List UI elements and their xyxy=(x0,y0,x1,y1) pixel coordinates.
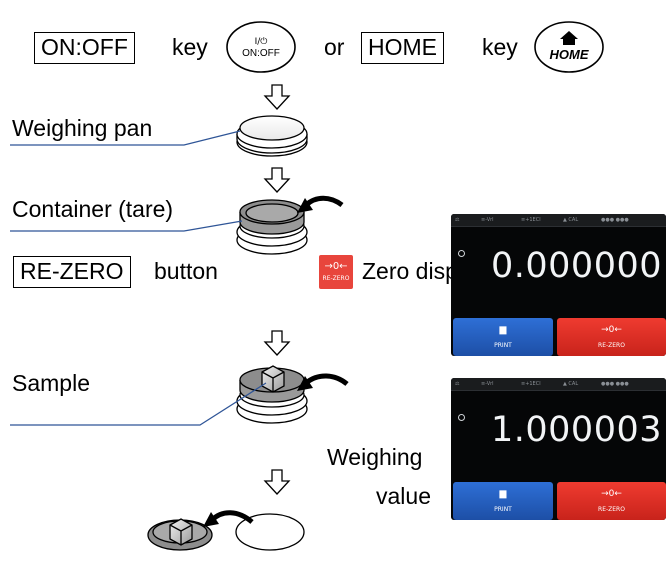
balance-screen-zero: ⚖ ≡-Vrl ≡+1ECl ▲ CAL ●●● ●●● 0.000000 ▆ … xyxy=(451,214,666,356)
curved-arrow-icon xyxy=(304,195,344,208)
status-item: ≡+1ECl xyxy=(521,381,541,387)
down-arrow-icon xyxy=(263,330,291,356)
printer-icon: ▆ xyxy=(499,489,507,499)
removed-sample-illustration xyxy=(147,513,305,551)
on-off-key-icon: I/⏻ ON:OFF xyxy=(226,21,296,73)
balance-screen-weighing: ⚖ ≡-Vrl ≡+1ECl ▲ CAL ●●● ●●● 1.000003 ▆ … xyxy=(451,378,666,520)
value-label: value xyxy=(376,483,431,509)
home-key-text: HOME xyxy=(550,47,589,62)
status-item: ⚖ xyxy=(455,381,460,387)
print-button[interactable]: ▆ PRINT xyxy=(453,318,553,356)
sample-on-pan-illustration xyxy=(236,365,308,424)
re-zero-label: RE-ZERO xyxy=(598,506,625,513)
stable-indicator xyxy=(458,250,465,257)
re-zero-button-icon: →0← RE-ZERO xyxy=(319,255,353,289)
button-word: button xyxy=(154,258,218,284)
key-word: key xyxy=(172,34,208,60)
pointer-lines xyxy=(10,130,267,426)
status-item: ●●● ●●● xyxy=(601,217,629,223)
status-item: ▲ CAL xyxy=(563,381,579,387)
status-item: ≡-Vrl xyxy=(481,217,494,223)
container-label: Container (tare) xyxy=(12,196,174,222)
status-bar: ⚖ ≡-Vrl ≡+1ECl ▲ CAL ●●● ●●● xyxy=(451,378,666,391)
arrowhead-icon xyxy=(297,376,313,391)
house-icon xyxy=(560,31,578,45)
re-zero-button[interactable]: →0← RE-ZERO xyxy=(557,482,666,520)
weighing-label: Weighing xyxy=(327,444,423,470)
down-arrow-icon xyxy=(263,469,291,495)
down-arrow-icon xyxy=(263,167,291,193)
container-on-pan-illustration xyxy=(236,199,308,255)
re-zero-button[interactable]: →0← RE-ZERO xyxy=(557,318,666,356)
weighing-pan-illustration xyxy=(236,115,308,157)
home-key-label: HOME xyxy=(361,32,444,64)
status-item: ≡-Vrl xyxy=(481,381,494,387)
on-off-key-label: ON:OFF xyxy=(34,32,135,64)
re-zero-symbol: →0← xyxy=(601,489,622,499)
print-label: PRINT xyxy=(494,506,512,513)
status-bar: ⚖ ≡-Vrl ≡+1ECl ▲ CAL ●●● ●●● xyxy=(451,214,666,227)
flow-arrows xyxy=(263,84,291,495)
or-word: or xyxy=(324,34,345,60)
sample-label: Sample xyxy=(12,370,90,396)
key-word: key xyxy=(482,34,518,60)
status-item: ⚖ xyxy=(455,217,460,223)
status-item: ≡+1ECl xyxy=(521,217,541,223)
home-key-icon: HOME xyxy=(534,21,604,73)
printer-icon: ▆ xyxy=(499,325,507,335)
re-zero-text: RE-ZERO xyxy=(322,275,350,282)
print-button[interactable]: ▆ PRINT xyxy=(453,482,553,520)
status-item: ▲ CAL xyxy=(563,217,579,223)
re-zero-symbol: →0← xyxy=(601,325,622,335)
curved-arrow-icon xyxy=(304,373,349,387)
re-zero-symbol: →0← xyxy=(324,261,348,272)
weighing-pan-label: Weighing pan xyxy=(12,115,153,141)
stable-indicator xyxy=(458,414,465,421)
print-label: PRINT xyxy=(494,342,512,349)
re-zero-label: RE-ZERO xyxy=(13,256,131,288)
arrowhead-icon xyxy=(203,512,219,527)
on-off-key-text: ON:OFF xyxy=(242,48,280,59)
down-arrow-icon xyxy=(263,84,291,110)
weight-reading: 1.000003 xyxy=(491,410,663,450)
weight-reading: 0.000000 xyxy=(491,246,663,286)
re-zero-label: RE-ZERO xyxy=(598,342,625,349)
on-off-key-symbol: I/⏻ xyxy=(255,36,268,47)
arrowhead-icon xyxy=(297,198,313,213)
status-item: ●●● ●●● xyxy=(601,381,629,387)
